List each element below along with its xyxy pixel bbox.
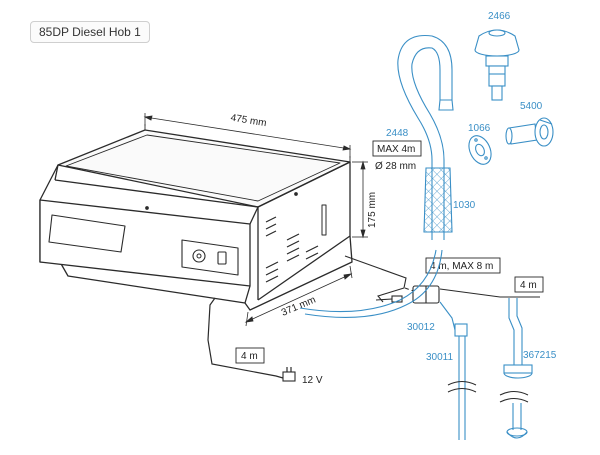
fuel-pump (375, 285, 440, 304)
power-cable-length: 4 m (241, 351, 258, 362)
flange (468, 135, 492, 165)
label-pipe: 2448 (386, 128, 409, 139)
fuel-line-length-box: 4 m, MAX 8 m (425, 257, 501, 274)
fuel-pickup-length: 4 m (520, 280, 537, 291)
pipe-diameter: Ø 28 mm (375, 161, 416, 172)
tank-fitting (499, 298, 533, 439)
label-pump: 30012 (407, 322, 435, 333)
dimension-lines (143, 113, 368, 327)
pipe-spec: MAX 4m Ø 28 mm (372, 140, 422, 172)
label-through-fitting: 5400 (520, 101, 543, 112)
voltage-label: 12 V (302, 375, 323, 386)
through-fitting (505, 117, 554, 147)
diagram-title: 85DP Diesel Hob 1 (30, 21, 150, 43)
power-cable (207, 297, 296, 382)
label-pickup-pipe: 30011 (426, 352, 454, 363)
label-flange: 1066 (468, 123, 491, 134)
label-tank-fitting: 367215 (523, 350, 557, 361)
width-dimension: 475 mm (230, 113, 267, 130)
fuel-line-length: 4 m, MAX 8 m (430, 261, 493, 272)
hob-unit (39, 124, 353, 311)
label-exhaust-top: 2466 (488, 11, 511, 22)
braided-hose (423, 167, 453, 233)
fuel-pickup-pipe (439, 301, 477, 440)
label-exhaust-hose: 1030 (453, 200, 476, 211)
power-cable-length-box: 4 m (235, 347, 265, 364)
height-dimension: 175 mm (367, 192, 378, 228)
exhaust-assembly (299, 34, 454, 318)
pipe-max-length: MAX 4m (377, 144, 415, 155)
fuel-pickup-length-box: 4 m (514, 276, 544, 293)
exhaust-top (474, 29, 520, 101)
